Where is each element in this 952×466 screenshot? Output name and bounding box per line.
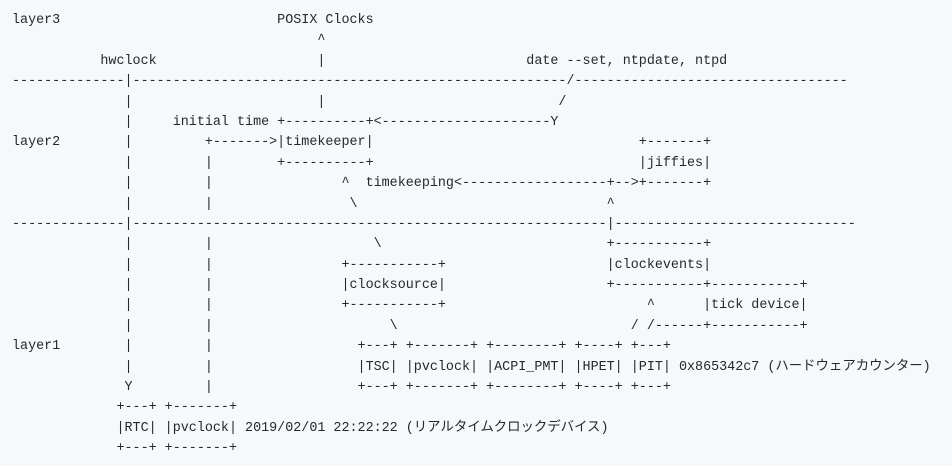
ascii-diagram: layer3 POSIX Clocks ^ hwclock | date --s… xyxy=(12,11,931,460)
diagram-line-tick-device: | | +-----------+ ^ |tick device| xyxy=(12,298,808,314)
diagram-line-rtc: |RTC| |pvclock| 2019/02/01 22:22:22 (リアル… xyxy=(12,420,609,436)
diagram-line-clockevents-top: | | \ +-----------+ xyxy=(12,237,712,253)
diagram-line-layer-divider-upper: --------------|-------------------------… xyxy=(12,74,848,90)
diagram-line-clockevents: | | +-----------+ |clockevents| xyxy=(12,257,712,273)
diagram-line-layer3-posix-clocks: layer3 POSIX Clocks xyxy=(12,13,374,28)
diagram-line-rtc-bottom: +---+ +-------+ xyxy=(12,441,237,457)
diagram-line-layer2-timekeeper: layer2 | +------->|timekeeper| +-------+ xyxy=(12,135,712,151)
diagram-line-clocksource: | | |clocksource| +-----------+---------… xyxy=(12,278,808,294)
diagram-line-rtc-top: +---+ +-------+ xyxy=(12,400,237,416)
diagram-line-timekeeping-arrows: | | \ ^ xyxy=(12,196,615,212)
diagram-line-posix-arrow: ^ xyxy=(12,33,326,49)
diagram-line-hardware-counters: | | |TSC| |pvclock| |ACPI_PMT| |HPET| |P… xyxy=(12,359,931,375)
diagram-line-timekeeping: | | ^ timekeeping<------------------+-->… xyxy=(12,176,712,192)
diagram-line-hwclock-date: hwclock | date --set, ntpdate, ntpd xyxy=(12,53,728,69)
diagram-line-layer-divider-lower: --------------|-------------------------… xyxy=(12,216,856,232)
diagram-line-tick-device-bottom: | | \ / /------+-----------+ xyxy=(12,318,808,334)
diagram-line-jiffies: | | +----------+ |jiffies| xyxy=(12,155,712,171)
diagram-line-hw-bottom: Y | +---+ +-------+ +--------+ +----+ +-… xyxy=(12,380,671,396)
diagram-line-layer1-hw-top: layer1 | | +---+ +-------+ +--------+ +-… xyxy=(12,339,671,355)
diagram-line-initial-time: | initial time +----------+<------------… xyxy=(12,114,559,130)
diagram-line-connector: | | / xyxy=(12,94,567,110)
